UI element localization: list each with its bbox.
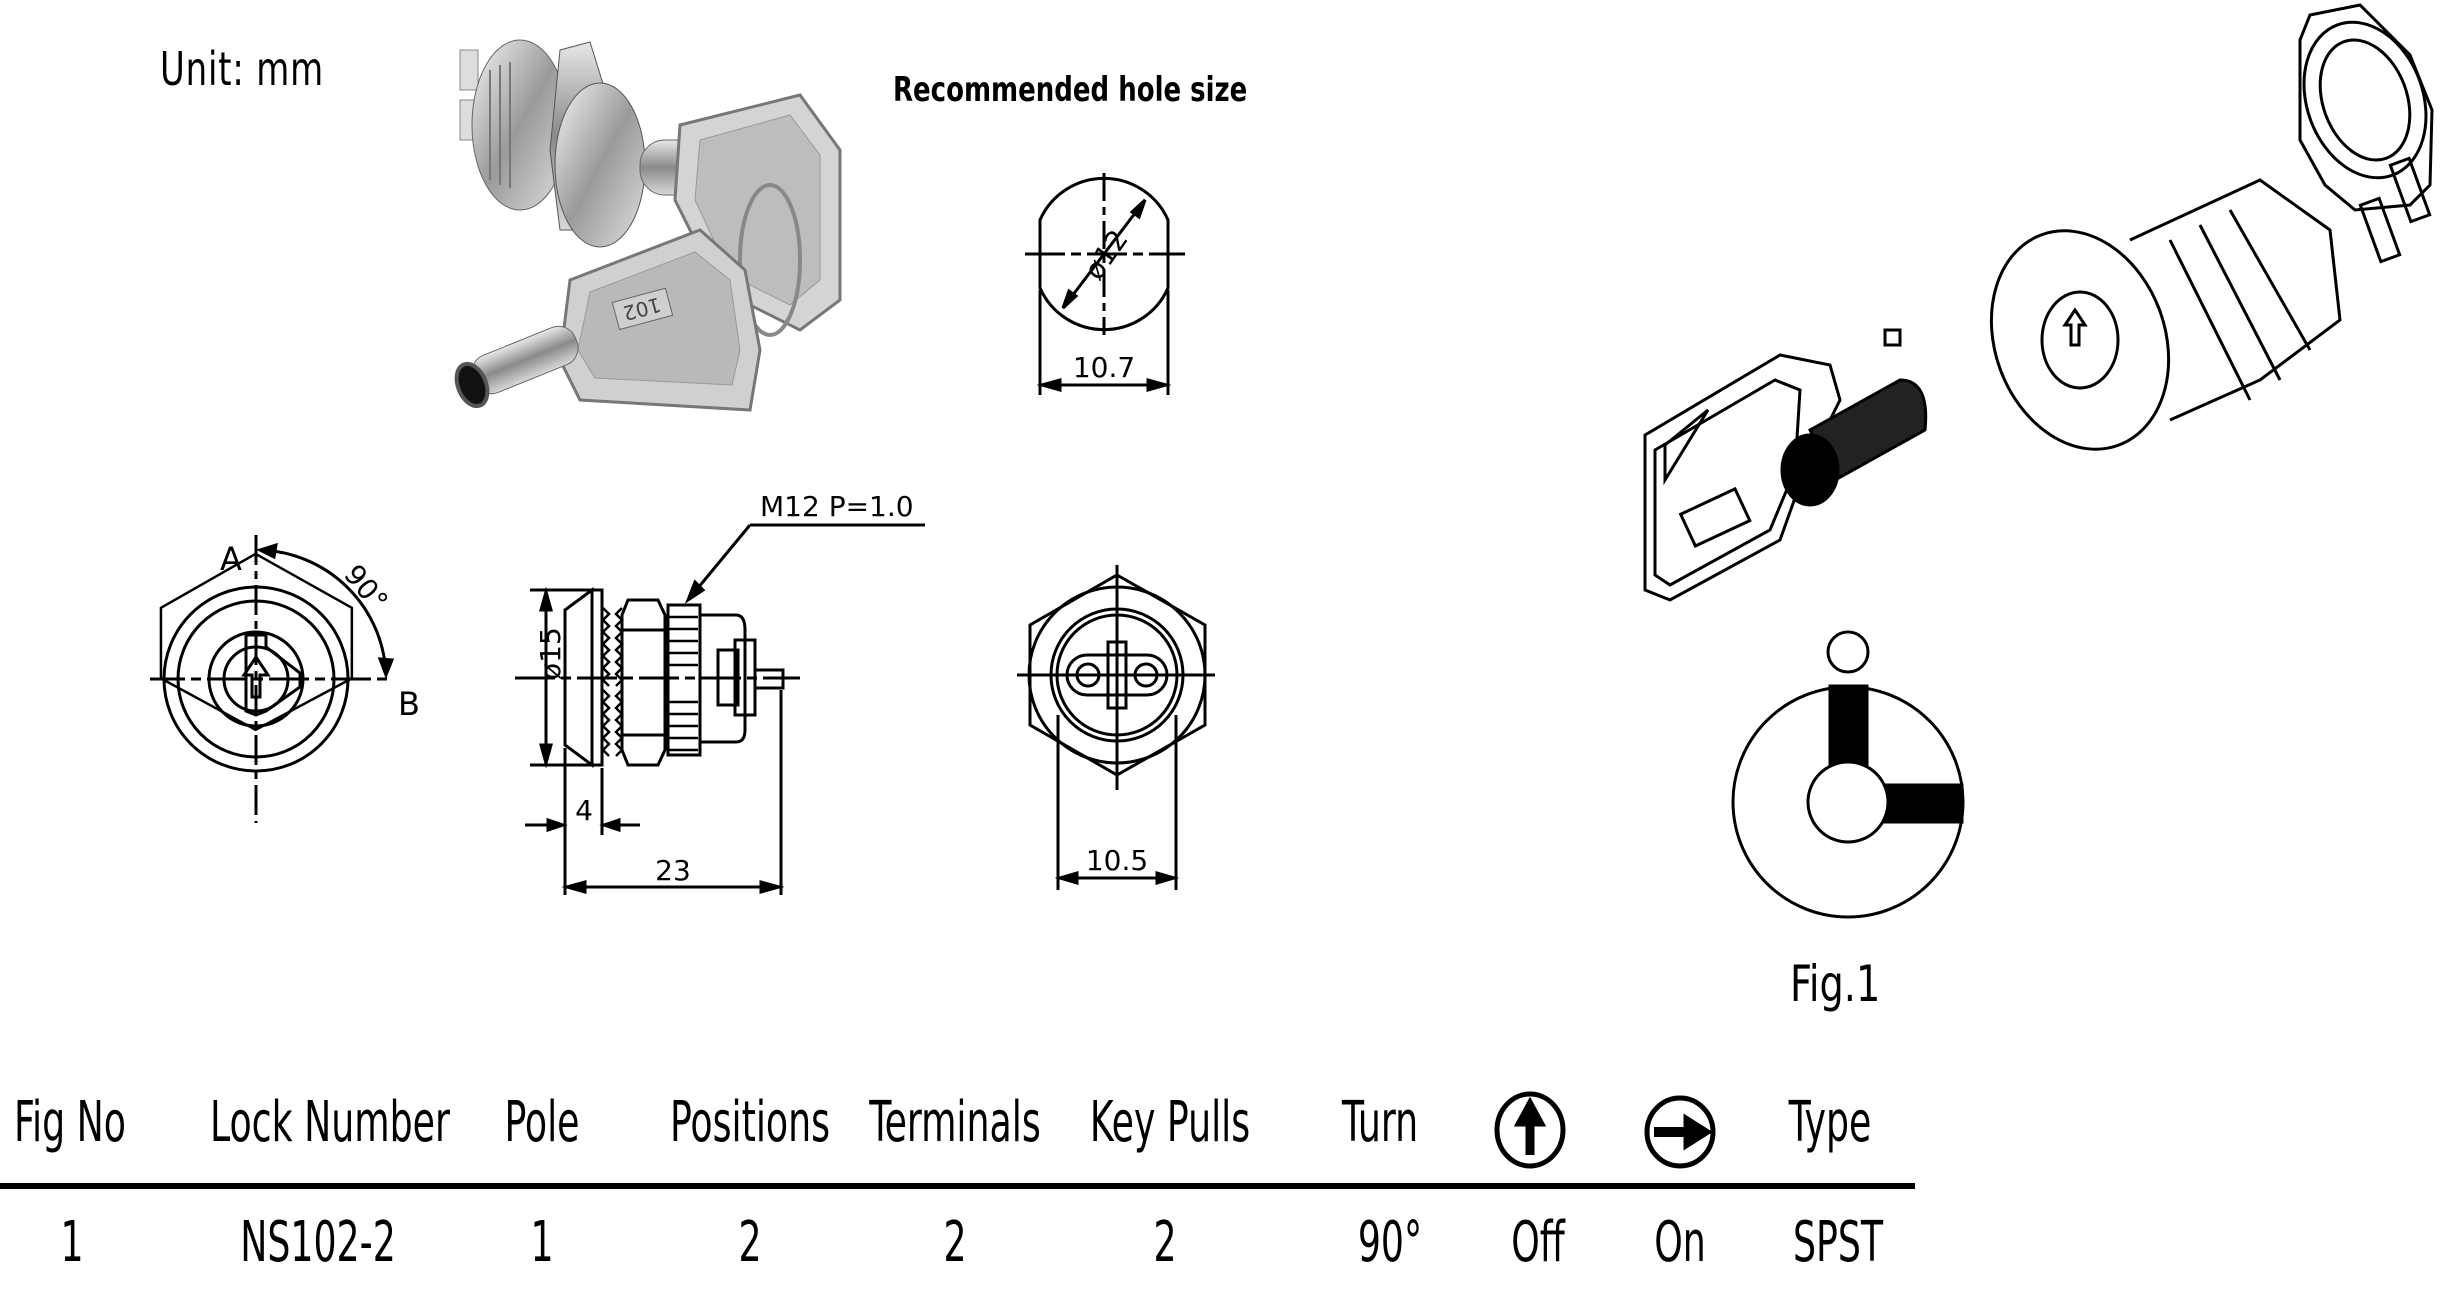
position-b-label: B (398, 685, 420, 723)
header-positions: Positions (670, 1090, 830, 1155)
table-divider (0, 1183, 1915, 1189)
rear-view-drawing: 10.5 (1017, 565, 1215, 890)
header-turn: Turn (1341, 1090, 1419, 1155)
body-diameter-label: ø15 (534, 627, 567, 680)
product-photo: 102 (454, 39, 842, 412)
off-position-marker (1826, 630, 1870, 674)
switch-body-drawing (1989, 156, 2432, 451)
total-length-label: 23 (655, 854, 691, 887)
header-pole: Pole (504, 1090, 580, 1155)
side-view-drawing: M12 P=1.0 ø15 4 23 (515, 490, 925, 895)
spec-table-header: Fig No Lock Number Pole Positions Termin… (0, 1090, 1920, 1170)
cell-lock-number: NS102-2 (240, 1210, 396, 1275)
hole-width-label: 10.7 (1073, 351, 1135, 384)
position-diagram (1731, 630, 1965, 919)
nut-drawing (2298, 3, 2434, 212)
flange-length-label: 4 (575, 794, 593, 827)
figure-label: Fig.1 (1790, 955, 1881, 1013)
cell-key-pulls: 2 (1153, 1210, 1177, 1275)
hole-size-title: Recommended hole size (893, 70, 1248, 110)
turn-angle-label: 90° (337, 558, 394, 617)
up-arrow-circle-icon (1490, 1090, 1570, 1184)
cell-fig-no: 1 (60, 1210, 84, 1275)
front-view-drawing: A B 90° (150, 535, 420, 823)
table-row: 1 NS102-2 1 2 2 2 90° Off On SPST (0, 1210, 1920, 1290)
position-a-label: A (220, 540, 242, 578)
header-key-pulls: Key Pulls (1089, 1090, 1251, 1155)
cell-on: On (1654, 1210, 1706, 1275)
key-ring (738, 183, 802, 337)
exploded-view-drawing (1643, 3, 2434, 602)
cell-terminals: 2 (943, 1210, 967, 1275)
header-terminals: Terminals (869, 1090, 1041, 1155)
right-arrow-circle-icon (1640, 1090, 1720, 1184)
unit-label: Unit: mm (160, 42, 324, 96)
rear-width-label: 10.5 (1086, 844, 1148, 877)
hole-size-drawing: ø12 10.7 (1025, 173, 1185, 395)
header-type: Type (1788, 1090, 1872, 1155)
header-fig-no: Fig No (14, 1090, 126, 1155)
cell-positions: 2 (738, 1210, 762, 1275)
switch-body (459, 39, 711, 248)
cell-type: SPST (1792, 1210, 1884, 1275)
cell-pole: 1 (530, 1210, 554, 1275)
cell-turn: 90° (1357, 1210, 1423, 1275)
key-front: 102 (454, 228, 762, 412)
thread-spec-label: M12 P=1.0 (760, 490, 914, 523)
cell-off: Off (1511, 1210, 1565, 1275)
header-lock-number: Lock Number (210, 1090, 450, 1155)
key-drawing (1643, 328, 1928, 602)
